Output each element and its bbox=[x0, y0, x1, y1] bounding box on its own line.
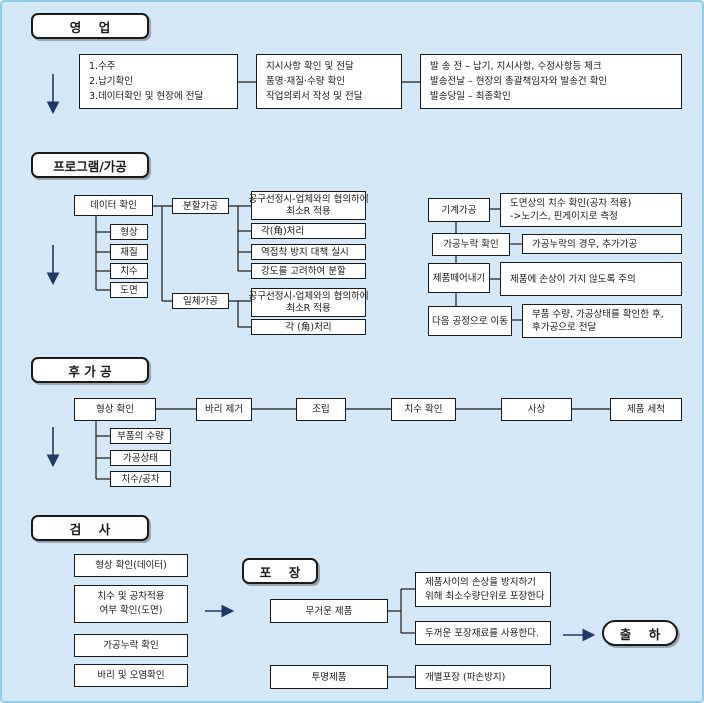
packing-header: 포 장 bbox=[242, 558, 318, 584]
sales-instruction-box: 지시사항 확인 및 전달 품명·재질·수량 확인 작업의뢰서 작성 및 전달 bbox=[256, 54, 402, 109]
product-removal-note: 제품에 손상이 가지 않도록 주의 bbox=[500, 262, 682, 296]
sales-shipping-line: 발송전날 – 현장의 총괄책임자와 발송건 확인 bbox=[430, 76, 608, 87]
sales-shipping-line: 발 송 전 – 납기, 지시사항, 수정사항등 체크 bbox=[430, 61, 602, 72]
sales-header: 영 업 bbox=[31, 13, 149, 39]
data-check-box: 데이터 확인 bbox=[74, 195, 153, 216]
inspect-line: 치수 및 공차적용 bbox=[97, 591, 165, 602]
single-note-corner: 각 (角)처리 bbox=[251, 319, 366, 335]
sales-order-line: 2.납기확인 bbox=[89, 76, 134, 87]
note-line: 도면상의 치수 확인(공차 적용) bbox=[510, 198, 632, 209]
note-line: 부품 수량, 가공상태를 확인한 후, bbox=[532, 309, 664, 320]
inspect-shape: 형상 확인(데이터) bbox=[74, 554, 188, 577]
missing-check-box: 가공누락 확인 bbox=[432, 233, 510, 256]
note-line: 최소R 적용 bbox=[286, 302, 331, 314]
transparent-product-box: 투명제품 bbox=[270, 665, 388, 689]
sales-instruction-line: 품명·재질·수량 확인 bbox=[266, 76, 345, 87]
item-shape: 형상 bbox=[110, 224, 148, 240]
post-check-quantity: 부품의 수량 bbox=[110, 428, 171, 444]
post-flow-dimension-check: 치수 확인 bbox=[391, 398, 456, 421]
sales-shipping-line: 발송당일 – 최종확인 bbox=[430, 91, 511, 102]
sales-order-line: 1.수주 bbox=[89, 61, 116, 72]
next-process-note: 부품 수량, 가공상태를 확인한 후, 후가공으로 전달 bbox=[522, 304, 682, 338]
post-flow-shape-check: 형상 확인 bbox=[74, 398, 156, 421]
inspect-line: 여부 확인(도면) bbox=[99, 605, 163, 616]
sales-order-line: 3.데이터확인 및 현장에 전달 bbox=[89, 91, 204, 102]
machining-note: 도면상의 치수 확인(공차 적용) ->노기스, 핀게이지로 측정 bbox=[500, 193, 682, 227]
split-note-strength: 강도를 고려하여 분할 bbox=[251, 263, 366, 279]
split-note-reverse-adhesion: 역접착 방지 대책 실시 bbox=[251, 244, 366, 260]
post-flow-assembly: 조립 bbox=[296, 398, 346, 421]
note-line: 제품사이의 손상을 방지하기 bbox=[425, 576, 536, 588]
programming-header: 프로그램/가공 bbox=[31, 152, 149, 178]
single-machining-box: 일체가공 bbox=[172, 293, 229, 309]
note-line: ->노기스, 핀게이지로 측정 bbox=[510, 211, 618, 222]
sales-order-box: 1.수주 2.납기확인 3.데이터확인 및 현장에 전달 bbox=[79, 54, 238, 109]
note-line: 공구선정시-업체와의 협의하에 bbox=[248, 193, 369, 205]
post-flow-washing: 제품 세척 bbox=[610, 398, 682, 421]
sales-instruction-line: 지시사항 확인 및 전달 bbox=[266, 61, 354, 72]
split-note-corner: 각(角)처리 bbox=[251, 223, 366, 239]
post-flow-finishing: 사상 bbox=[501, 398, 572, 421]
post-check-condition: 가공상태 bbox=[110, 450, 171, 466]
post-flow-burr-removal: 바리 제거 bbox=[196, 398, 252, 421]
item-material: 재질 bbox=[110, 244, 148, 260]
next-process-box: 다음 공정으로 이동 bbox=[428, 306, 512, 336]
split-machining-box: 분할가공 bbox=[172, 198, 229, 214]
transparent-note: 개별포장 (파손방지) bbox=[415, 665, 551, 689]
note-line: 후가공으로 전달 bbox=[532, 322, 597, 333]
product-removal-box: 제품떼어내기 bbox=[428, 263, 490, 293]
shipping-header: 출 하 bbox=[602, 620, 678, 646]
split-note-tool: 공구선정시-업체와의 협의하에 최소R 적용 bbox=[248, 191, 369, 220]
heavy-note-material: 두꺼운 포장재료를 사용한다. bbox=[415, 621, 551, 645]
note-line: 최소R 적용 bbox=[286, 205, 331, 217]
post-check-tolerance: 치수/공차 bbox=[110, 471, 171, 487]
post-processing-header: 후 가 공 bbox=[31, 357, 149, 383]
inspect-dimension: 치수 및 공차적용 여부 확인(도면) bbox=[74, 585, 188, 623]
note-line: 위해 최소수량단위로 포장한다 bbox=[425, 590, 545, 602]
sales-instruction-line: 작업의뢰서 작성 및 전달 bbox=[266, 91, 363, 102]
item-dimension: 치수 bbox=[110, 263, 148, 279]
heavy-note-damage: 제품사이의 손상을 방지하기 위해 최소수량단위로 포장한다 bbox=[415, 572, 551, 607]
inspect-missing: 가공누락 확인 bbox=[74, 634, 188, 657]
note-line: 공구선정시-업체와의 협의하에 bbox=[248, 290, 369, 302]
item-drawing: 도면 bbox=[110, 282, 148, 298]
single-note-tool: 공구선정시-업체와의 협의하에 최소R 적용 bbox=[248, 288, 369, 317]
sales-shipping-check-box: 발 송 전 – 납기, 지시사항, 수정사항등 체크 발송전날 – 현장의 총괄… bbox=[420, 54, 682, 109]
missing-check-note: 가공누락의 경우, 추가가공 bbox=[522, 234, 682, 254]
machining-box: 기계가공 bbox=[428, 198, 490, 222]
heavy-product-box: 무거운 제품 bbox=[270, 599, 388, 623]
inspect-burr-contamination: 바리 및 오염확인 bbox=[74, 664, 188, 687]
inspection-header: 검 사 bbox=[31, 515, 149, 541]
